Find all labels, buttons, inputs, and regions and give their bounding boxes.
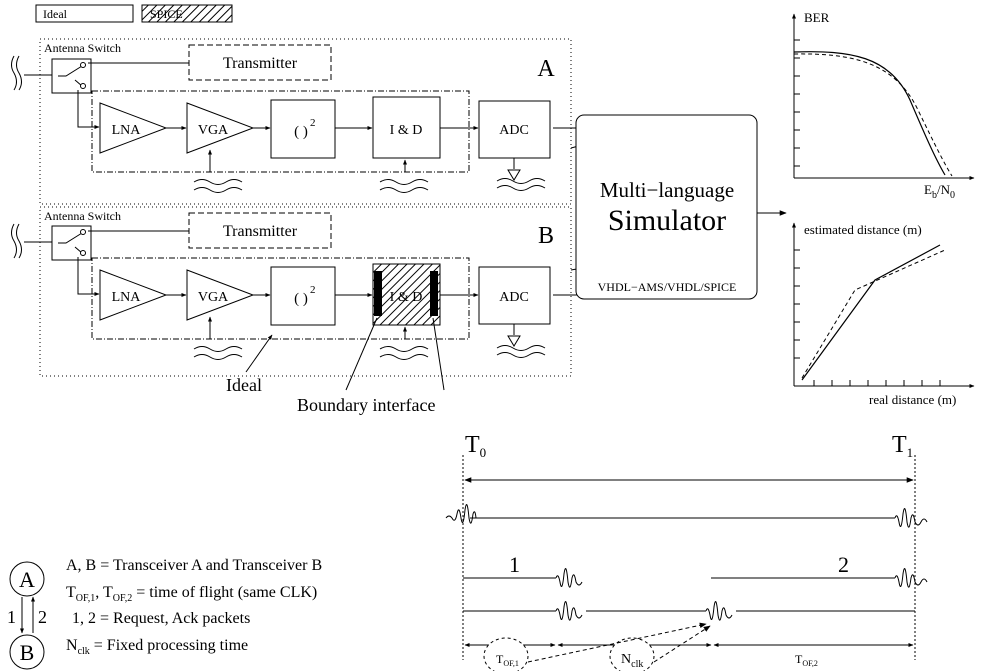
distance-curve-spice (801, 249, 946, 379)
integrate-dump-b-spice (372, 263, 441, 326)
pulse-packet2 (894, 568, 928, 588)
key-line3: 1, 2 = Request, Ack packets (72, 610, 250, 627)
adc-b (478, 266, 551, 325)
control-wave-a-id (379, 179, 429, 193)
antenna-switch-a-label: Antenna Switch (44, 41, 121, 55)
pulse-row1-start (445, 504, 478, 524)
ber-curve-spice (793, 53, 953, 177)
packet2-label: 2 (838, 552, 849, 577)
legend-ideal-label: Ideal (43, 7, 68, 21)
adc-b-label: ADC (499, 290, 529, 305)
squarer-b-exponent: 2 (310, 284, 316, 296)
transceiver-b-id: B (538, 223, 554, 249)
control-wave-a-vga (193, 179, 243, 193)
lna-a-label: LNA (112, 123, 142, 138)
vga-a (186, 102, 255, 154)
receiver-chain-b (91, 257, 470, 340)
ber-yticks (794, 39, 800, 167)
squarer-a-exponent: 2 (310, 117, 316, 129)
boundary-interface-right (430, 271, 438, 316)
control-wave-b-id (379, 346, 429, 360)
t1-label: T1 (892, 432, 913, 460)
protocol-key: A B 1 2 A, B = Transceiver A and Transce… (7, 557, 322, 670)
integrate-dump-b-label: I & D (390, 290, 423, 305)
ber-xlabel: Eb/N0 (924, 182, 955, 201)
squarer-b (270, 266, 336, 326)
control-wave-b-vga (193, 346, 243, 360)
adc-b-clock-icon (507, 335, 521, 347)
tof1-callout (483, 637, 529, 671)
simulator-line2: Simulator (608, 204, 726, 237)
node-b (9, 634, 45, 670)
distance-xlabel: real distance (m) (869, 392, 956, 407)
node-b-label: B (20, 640, 35, 665)
transmitter-a (188, 44, 332, 81)
vga-b-label: VGA (198, 290, 229, 305)
lna-b (99, 269, 168, 321)
pulse-row3-a (555, 601, 583, 621)
key-line4: Nclk = Fixed processing time (66, 637, 248, 657)
lna-a (99, 102, 168, 154)
squarer-b-label: ( ) (294, 291, 308, 307)
vga-b (186, 269, 255, 321)
node-a (9, 561, 45, 597)
transmitter-a-label: Transmitter (223, 55, 298, 72)
tof2-label: TOF,2 (795, 652, 818, 668)
ber-ylabel: BER (804, 10, 830, 25)
antenna-b-icon (11, 223, 22, 259)
key-line2: TOF,1, TOF,2 = time of flight (same CLK) (66, 584, 317, 604)
transmitter-b-label: Transmitter (223, 223, 298, 240)
vga-a-label: VGA (198, 123, 229, 138)
antenna-switch-b-label: Antenna Switch (44, 209, 121, 223)
ber-plot: BER Eb/N0 (792, 10, 975, 201)
simulator-block: Multi−language Simulator VHDL−AMS/VHDL/S… (575, 114, 758, 300)
arrow2-label: 2 (38, 607, 47, 627)
legend-spice-box (141, 4, 233, 23)
transceiver-a: Antenna Switch Transmitter A LNA VGA ( )… (11, 38, 590, 205)
t0-label: T0 (465, 432, 486, 460)
pulse-row3-b (705, 601, 733, 621)
adc-a-label: ADC (499, 123, 529, 138)
adc-a (478, 100, 551, 159)
transceiver-b: Antenna Switch Transmitter B LNA VGA ( )… (11, 206, 590, 377)
distance-xticks (813, 380, 941, 386)
arrow1-label: 1 (7, 607, 16, 627)
squarer-a-label: ( ) (294, 124, 308, 140)
distance-curve-ideal (801, 244, 941, 381)
antenna-a-icon (11, 55, 22, 91)
simulator-box (575, 114, 758, 300)
legend-ideal-box (35, 4, 134, 23)
receiver-chain-a (91, 90, 470, 173)
nclk-callout (609, 637, 655, 671)
pulse-row1-end (894, 508, 928, 528)
tof1-label: TOF,1 (496, 652, 519, 668)
simulator-line1: Multi−language (600, 178, 734, 202)
squarer-a (270, 99, 336, 159)
distance-yticks (794, 249, 800, 359)
adc-a-clock-icon (507, 169, 521, 181)
legend-spice-label: SPICE (150, 7, 183, 21)
transceiver-a-id: A (537, 56, 555, 82)
key-line1: A, B = Transceiver A and Transceiver B (66, 557, 322, 574)
boundary-interface-left (374, 271, 382, 316)
packet1-label: 1 (509, 552, 520, 577)
ber-curve-ideal (793, 51, 946, 176)
nclk-label: Nclk (621, 652, 643, 670)
lna-b-label: LNA (112, 290, 142, 305)
integrate-dump-a-label: I & D (390, 123, 423, 138)
timing-diagram: T0 T1 1 2 TOF,1 Nclk TOF,2 (445, 432, 928, 671)
pulse-packet1 (555, 568, 583, 588)
legend: Ideal SPICE (35, 4, 233, 23)
distance-plot: estimated distance (m) real distance (m) (792, 222, 975, 407)
transmitter-b (188, 212, 332, 249)
simulator-languages: VHDL−AMS/VHDL/SPICE (598, 280, 737, 294)
boundary-interface-annotation: Boundary interface (297, 395, 435, 415)
ideal-annotation: Ideal (226, 375, 262, 395)
node-a-label: A (19, 567, 35, 592)
distance-ylabel: estimated distance (m) (804, 222, 922, 237)
